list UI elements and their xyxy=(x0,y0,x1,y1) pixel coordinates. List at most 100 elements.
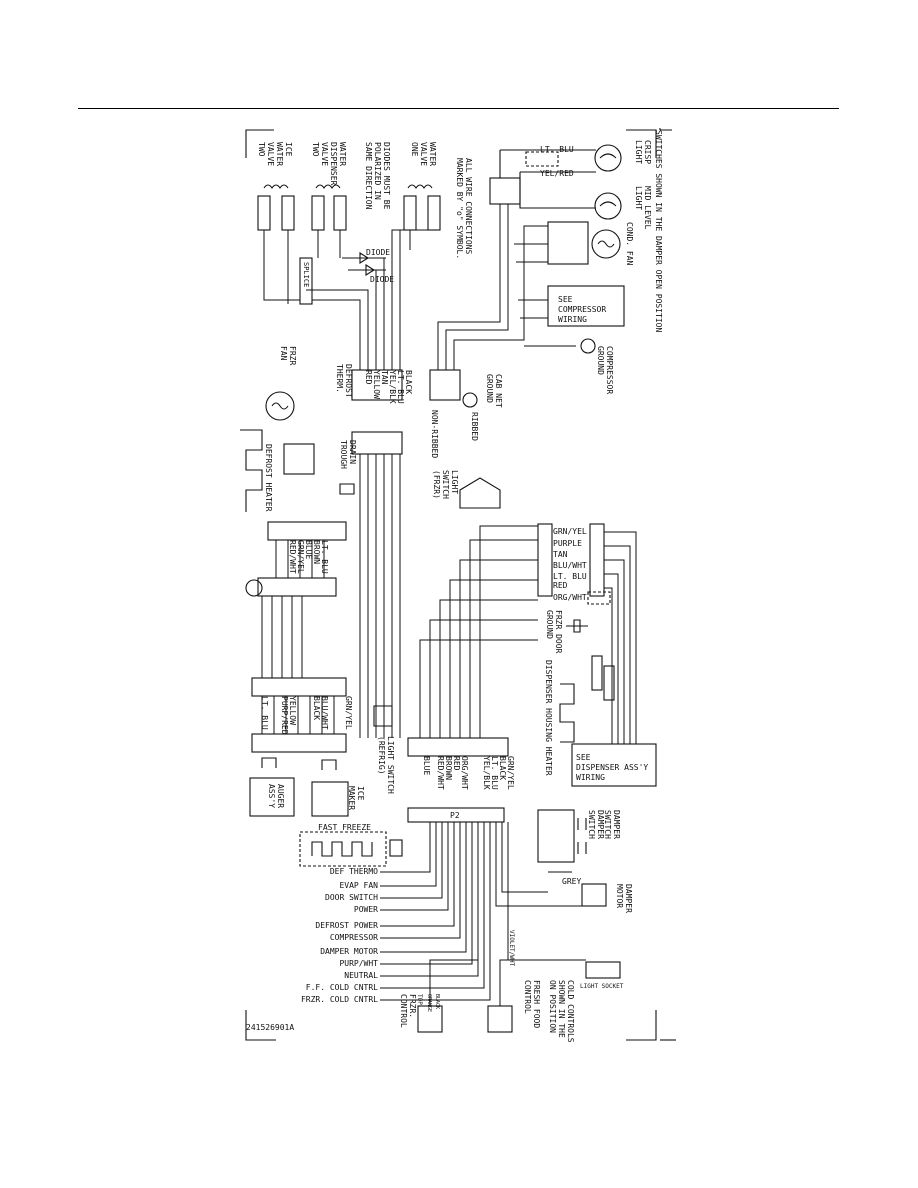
cond-fan-motor xyxy=(591,229,621,259)
defrost-therm-2: THERM. xyxy=(335,364,344,393)
light-switch-frzr-1: LIGHT xyxy=(450,470,459,494)
light-switch-refrig-2: (REFRIG) xyxy=(377,736,386,775)
svg-text:DOOR SWITCH: DOOR SWITCH xyxy=(325,893,378,902)
svg-text:BLU/WHT: BLU/WHT xyxy=(320,696,329,730)
mid-level-label-1: MID LEVEL xyxy=(643,186,652,230)
corner-mark-bl xyxy=(245,1010,276,1041)
svg-text:WATER: WATER xyxy=(275,142,284,166)
cab-ground-symbol xyxy=(462,392,478,408)
drain-trough-1: DRAIN xyxy=(348,440,357,464)
refrig-light-switch xyxy=(373,705,393,727)
svg-text:ORG/WHT: ORG/WHT xyxy=(460,756,469,790)
frzr-control-3: CONTROL xyxy=(399,994,408,1028)
cond-fan-connector xyxy=(547,221,589,265)
svg-text:COMPRESSOR: COMPRESSOR xyxy=(558,305,606,314)
svg-text:WATER: WATER xyxy=(338,142,347,166)
svg-text:FRZR. COLD CNTRL: FRZR. COLD CNTRL xyxy=(301,995,378,1004)
svg-text:DIODES MUST BE: DIODES MUST BE xyxy=(382,142,391,210)
defrost-heater-element xyxy=(240,429,263,512)
p2-terminal-labels: DEF THERMO EVAP FAN DOOR SWITCH POWER DE… xyxy=(301,867,378,1004)
svg-text:TWO: TWO xyxy=(311,142,320,157)
svg-text:RED/WHT: RED/WHT xyxy=(288,540,297,574)
damper-motor-box xyxy=(581,883,607,907)
frzr-control-2: FRZR. xyxy=(408,994,417,1018)
svg-text:LT. BLU: LT. BLU xyxy=(553,572,587,581)
p2-connector xyxy=(407,807,505,823)
compressor-box xyxy=(547,285,625,327)
svg-text:BLUE: BLUE xyxy=(304,540,313,559)
cab-ground-1: CAB NET xyxy=(494,374,503,408)
svg-text:VALVE: VALVE xyxy=(266,142,275,166)
svg-text:POLARIZED IN: POLARIZED IN xyxy=(373,142,382,200)
connections-note: ALL WIRE CONNECTIONS MARKED BY "o" SYMBO… xyxy=(455,158,473,259)
defrost-heater-connector xyxy=(283,443,315,475)
svg-text:YEL/BLK: YEL/BLK xyxy=(388,370,397,404)
svg-text:MARKED BY "o" SYMBOL.: MARKED BY "o" SYMBOL. xyxy=(455,158,464,259)
svg-text:BLACK: BLACK xyxy=(312,696,321,720)
frzr-door-1: FRZR DOOR xyxy=(554,610,563,654)
svg-text:DAMPER MOTOR: DAMPER MOTOR xyxy=(320,947,378,956)
auger-1: AUGER xyxy=(276,784,285,808)
splice-label: SPLICE xyxy=(302,262,310,287)
defrost-therm-1: DEFROST xyxy=(344,364,353,398)
svg-text:GRN/YEL: GRN/YEL xyxy=(296,540,305,574)
svg-text:ORG/WHT: ORG/WHT xyxy=(553,593,587,602)
connector-b2 xyxy=(257,577,337,597)
svg-text:RED: RED xyxy=(452,756,461,771)
svg-text:ON POSITION: ON POSITION xyxy=(548,980,557,1033)
svg-text:DISPENSER: DISPENSER xyxy=(329,142,338,186)
connector-d-wire-labels: GRN/YEL PURPLE TAN BLU/WHT LT. BLU RED O… xyxy=(553,527,587,602)
light-bulb-left xyxy=(245,579,263,597)
mid-level-label-2: LIGHT xyxy=(634,186,643,210)
connector-c2 xyxy=(251,733,347,753)
grey-label: GREY xyxy=(562,877,581,886)
compressor-ground-symbol xyxy=(580,338,596,354)
connector-a-upper xyxy=(351,369,403,401)
drain-trough-2: TROUGH xyxy=(339,440,348,469)
svg-text:YEL/BLK: YEL/BLK xyxy=(482,756,491,790)
svg-text:PURP/WHT: PURP/WHT xyxy=(339,959,378,968)
cond-fan-label: COND. FAN xyxy=(625,222,634,266)
svg-text:TWO: TWO xyxy=(257,142,266,157)
svg-text:DISPENSER ASS'Y: DISPENSER ASS'Y xyxy=(576,763,648,772)
orange-label: ORANGE xyxy=(426,994,432,1012)
fresh-food-control-box xyxy=(487,1005,513,1033)
svg-text:SHOWN IN THE: SHOWN IN THE xyxy=(557,980,566,1038)
svg-text:ICE: ICE xyxy=(284,142,293,157)
frzr-control-1: TOP xyxy=(416,994,423,1005)
svg-text:YELLOW: YELLOW xyxy=(372,370,381,399)
diode-label-1: DIODE xyxy=(366,248,390,257)
svg-text:TAN: TAN xyxy=(380,370,389,385)
auger-assy xyxy=(249,777,295,817)
fresh-food-2: CONTROL xyxy=(523,980,532,1014)
diode-label-2: DIODE xyxy=(370,275,394,284)
connector-c-wire-labels: GRN/YEL BLU/WHT BLACK YELLOW PURP/RED LT… xyxy=(260,696,353,735)
comp-ground-2: GROUND xyxy=(596,346,605,375)
svg-text:TAN: TAN xyxy=(553,550,568,559)
light-socket-box xyxy=(585,961,621,979)
svg-text:COLD CONTROLS: COLD CONTROLS xyxy=(566,980,575,1043)
black-label: BLACK xyxy=(434,994,440,1009)
connector-b-wire-labels: LT. BLU BROWN BLUE GRN/YEL RED/WHT xyxy=(288,540,329,574)
svg-text:LT. BLU: LT. BLU xyxy=(490,756,499,790)
ice-maker xyxy=(311,781,349,817)
damper-motor-1: DAMPER xyxy=(624,884,633,913)
dispenser-heater-element xyxy=(559,683,575,743)
fast-freeze-box xyxy=(299,831,387,867)
frzr-fan-1: FRZR xyxy=(288,346,297,365)
svg-text:GRN/YEL: GRN/YEL xyxy=(553,527,587,536)
freezer-fan-motor xyxy=(265,391,295,421)
svg-text:DEFROST POWER: DEFROST POWER xyxy=(315,921,378,930)
damper-switch-box xyxy=(537,809,575,863)
violet-wht-label: VIOLET/WHT xyxy=(508,930,515,967)
frzr-door-2: GROUND xyxy=(545,610,554,639)
light-switch-frzr-2: SWITCH xyxy=(441,470,450,499)
cab-ground-2: GROUND xyxy=(485,374,494,403)
svg-text:SEE: SEE xyxy=(558,295,573,304)
light-socket-label: LIGHT SOCKET xyxy=(580,983,624,990)
corner-mark-tr xyxy=(626,129,657,158)
svg-text:RED/WHT: RED/WHT xyxy=(436,756,445,790)
header-rule xyxy=(78,108,839,109)
